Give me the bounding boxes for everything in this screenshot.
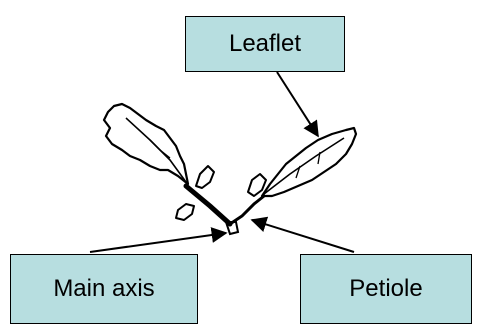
petiole-pointer-arrow — [252, 220, 354, 252]
leaflet-label: Leaflet — [229, 30, 301, 58]
main-axis-label: Main axis — [53, 275, 154, 303]
petiole-label: Petiole — [349, 275, 422, 303]
right-leaflet — [262, 128, 356, 196]
main-axis-pointer-arrow — [90, 233, 226, 252]
stipule-leaflets — [176, 166, 266, 220]
main-axis-label-box: Main axis — [10, 254, 198, 324]
left-leaflet — [104, 104, 188, 184]
leaflet-pointer-arrow — [277, 72, 318, 136]
petiole-label-box: Petiole — [300, 254, 472, 324]
leaflet-label-box: Leaflet — [185, 16, 345, 72]
